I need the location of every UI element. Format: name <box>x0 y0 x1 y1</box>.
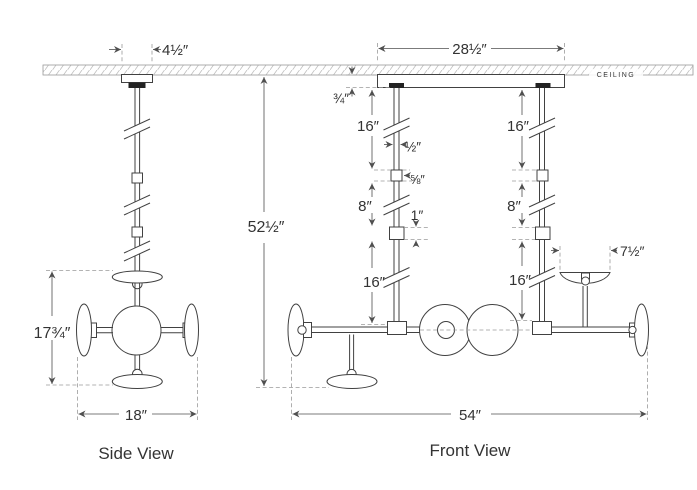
front-right-stem-cap <box>535 83 551 88</box>
front-up-bulb <box>581 276 590 286</box>
dim-label-canopy-width: 4½″ <box>162 42 189 59</box>
dim-label-backplate-thickness: ¾″ <box>333 91 349 106</box>
front-view-fixture <box>287 74 649 389</box>
dim-label-left-rod-lower: 16″ <box>363 274 386 291</box>
front-left-stem-coupler <box>389 226 405 240</box>
ceiling-label: CEILING <box>597 72 636 79</box>
dim-label-body-height: 17¾″ <box>34 325 71 342</box>
dim-label-body-width: 18″ <box>125 407 148 424</box>
dim-label-rod-diameter: ½″ <box>405 140 421 155</box>
front-right-stem-break <box>528 117 556 139</box>
front-left-bar-connector <box>387 321 407 335</box>
ceiling-label-backing <box>589 68 643 79</box>
front-left-stem-break <box>383 117 410 139</box>
dim-label-left-rod-upper: 16″ <box>357 118 380 135</box>
side-canopy <box>121 74 153 83</box>
side-view-title: Side View <box>98 444 174 463</box>
front-drop-shade <box>326 374 378 389</box>
side-left-shade <box>76 303 92 357</box>
dim-label-shade-diameter: 7½″ <box>620 243 644 259</box>
front-left-stem-connector <box>390 169 403 182</box>
dim-label-right-rod-mid: 8″ <box>507 198 521 215</box>
front-right-stem-connector <box>536 169 549 182</box>
dim-label-right-rod-upper: 16″ <box>507 118 530 135</box>
side-center-sphere <box>111 305 162 356</box>
front-right-stem-coupler <box>535 226 551 240</box>
dim-label-connector-diameter: ⅝″ <box>410 173 425 187</box>
front-right-bar-connector <box>532 321 552 335</box>
side-stem-connector <box>131 172 143 184</box>
front-right-stem-break <box>528 267 556 288</box>
dim-label-overall-width: 54″ <box>459 407 482 424</box>
front-backplate <box>377 74 565 88</box>
front-left-hub-knob <box>297 325 307 335</box>
front-right-stem-break <box>528 194 556 216</box>
side-bottom-shade <box>111 374 163 389</box>
front-left-stem-break <box>383 267 410 288</box>
side-stem-connector <box>131 226 143 238</box>
dim-label-coupler-diameter: 1″ <box>411 207 424 223</box>
front-right-hub-knob <box>628 325 637 335</box>
dim-label-backplate-width: 28½″ <box>452 41 487 58</box>
dim-label-left-rod-mid: 8″ <box>358 198 372 215</box>
side-top-shade <box>111 270 163 284</box>
front-left-stem-cap <box>389 83 404 88</box>
side-canopy-cap <box>128 82 146 88</box>
side-stem-break <box>123 240 151 262</box>
front-left-stem-break <box>383 194 410 216</box>
front-view-dimensions: 28½″ ¾″ 16″ ½″ ⅝″ 8″ 1″ 16″ <box>248 41 648 424</box>
dim-label-right-rod-lower: 16″ <box>509 272 532 289</box>
side-view-dimensions: 4½″ 17¾″ 18″ <box>34 42 198 424</box>
side-stem-break <box>123 118 151 140</box>
side-right-shade <box>184 303 199 357</box>
side-stem-break <box>123 194 151 216</box>
side-view-fixture <box>76 74 199 389</box>
dim-label-overall-drop: 52½″ <box>248 219 285 236</box>
front-view-title: Front View <box>430 441 512 460</box>
